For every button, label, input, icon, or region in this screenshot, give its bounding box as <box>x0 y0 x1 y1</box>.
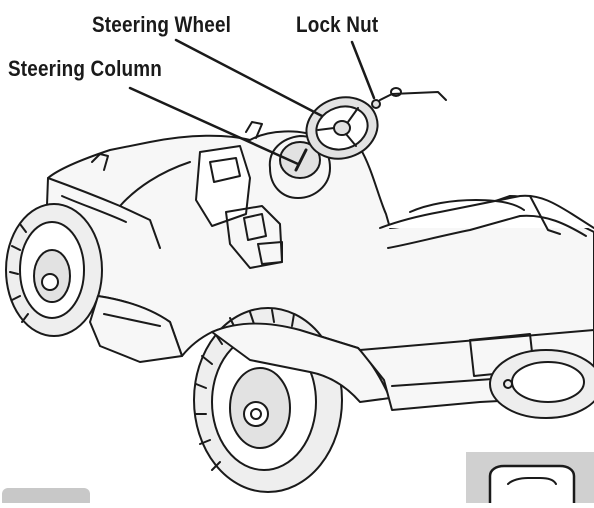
leader-steering-wheel <box>174 38 324 118</box>
cargo-bed <box>379 194 594 229</box>
lock-nut <box>371 93 393 109</box>
label-steering-wheel: Steering Wheel <box>92 12 232 37</box>
leader-lock-nut <box>350 40 376 100</box>
leader-steering-column <box>128 86 300 166</box>
seat <box>195 145 251 227</box>
rear-right-wheel <box>489 349 594 419</box>
label-steering-column: Steering Column <box>8 56 162 81</box>
front-wheel <box>5 203 103 337</box>
inset-detail <box>466 452 594 508</box>
label-lock-nut: Lock Nut <box>296 12 379 37</box>
step-tab <box>2 488 90 508</box>
steering-column <box>294 148 308 172</box>
steering-wheel <box>305 96 379 160</box>
wrench <box>390 87 447 101</box>
